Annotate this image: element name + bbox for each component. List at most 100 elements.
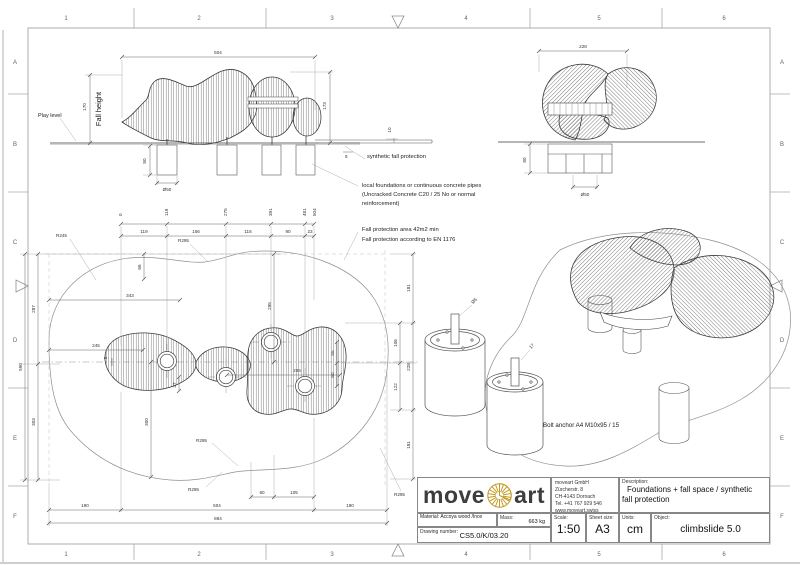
row-label: B xyxy=(780,142,784,148)
col-label: 6 xyxy=(722,552,726,558)
material-value: Accoya wood /Inox xyxy=(440,514,483,520)
note-foundations-2: (Uncracked Concrete C20 / 25 No or norma… xyxy=(362,192,475,198)
row-label: E xyxy=(780,436,784,442)
footprint-left-blob xyxy=(104,332,197,391)
play-level-label: Play level xyxy=(38,113,62,119)
note-foundations-1: local foundations or continuous concrete… xyxy=(362,183,481,189)
row-label: A xyxy=(13,60,17,66)
synthetic-layer xyxy=(315,139,433,144)
mass-value: 663 kg xyxy=(528,519,545,525)
col-label: 2 xyxy=(197,552,201,558)
dim-122: 122 xyxy=(393,383,398,391)
row-label: E xyxy=(13,436,17,442)
segment-dim: 90 xyxy=(285,229,291,234)
mass-cell: Mass: 663 kg xyxy=(497,513,551,527)
anchor-dia-label: Ø5 xyxy=(470,297,478,305)
company-line: Tel. +41 767 929 546 xyxy=(555,501,602,507)
dim-dia-50: Ø50 xyxy=(163,187,172,192)
title-block: move xyxy=(417,477,770,543)
object-value: climbslide 5.0 xyxy=(680,524,741,535)
dim-60: 60 xyxy=(330,372,335,378)
dim-245: 245 xyxy=(92,343,100,348)
equipment-side-profile xyxy=(121,69,258,146)
dim-287: 287 xyxy=(31,305,36,313)
border-ticks xyxy=(8,8,790,560)
dim-300: 300 xyxy=(144,418,149,426)
dim-5: 5 xyxy=(345,154,348,159)
dim-303: 303 xyxy=(31,418,36,426)
running-dim: 504 xyxy=(312,208,317,216)
drawing-number-value: CS5.0/K/03.20 xyxy=(459,531,509,540)
bolt-anchor-note: Bolt anchor A4 M10x95 / 15 xyxy=(543,422,620,429)
dim-105: 105 xyxy=(290,490,298,495)
dim-37: 37 xyxy=(172,382,177,388)
segment-dim: 23 xyxy=(307,229,313,234)
sculpture-3d-fan-right xyxy=(670,255,775,339)
dim-190-right: 190 xyxy=(346,503,354,508)
logo: move xyxy=(417,477,551,513)
description-line2: fall protection xyxy=(622,495,670,504)
company-line: Zürcherstr. 8 xyxy=(555,487,584,493)
row-label: F xyxy=(13,514,17,520)
company-line: CH-4143 Dornach xyxy=(555,494,596,500)
dim-295-v: 295 xyxy=(267,302,272,310)
dim-80: 80 xyxy=(522,157,527,163)
dim-66: 66 xyxy=(137,264,142,270)
anchor-len-label: 17 xyxy=(528,342,535,349)
col-label: 1 xyxy=(64,552,68,558)
dim-590: 590 xyxy=(18,363,23,371)
radius-r295: R295 xyxy=(394,492,405,497)
radius-r245: R245 xyxy=(56,233,67,238)
center-mark-triangles xyxy=(15,15,783,557)
material-cell: Material: Accoya wood /Inox xyxy=(417,513,497,527)
foundation-block xyxy=(547,143,613,174)
segment-dim: 156 xyxy=(192,229,200,234)
dim-80: 80 xyxy=(142,158,147,164)
dim-504: 504 xyxy=(213,503,221,508)
col-label: 2 xyxy=(197,16,201,22)
dim-228: 228 xyxy=(406,363,411,371)
units-cell: Units: cm xyxy=(619,513,651,543)
front-view: 228 80 Ø50 xyxy=(498,44,705,197)
row-label: D xyxy=(780,338,785,344)
plan-view: 0 119 275 391 481 504 119 156 116 90 23 … xyxy=(18,208,420,526)
fall-area-outline xyxy=(48,250,389,481)
object-label: Object: xyxy=(654,515,670,521)
company-line: www.moveart.swiss xyxy=(555,508,599,514)
dim-190-left: 190 xyxy=(81,503,89,508)
foundation-rects xyxy=(156,144,316,176)
radius-r295: R295 xyxy=(196,438,207,443)
running-dim: 481 xyxy=(302,208,307,216)
scale-value: 1:50 xyxy=(556,522,581,536)
dim-10: 10 xyxy=(387,127,392,133)
drawing-number-label: Drawing number: xyxy=(420,529,459,535)
sheet-frame: 1 2 3 4 5 6 1 2 3 4 5 6 A B C D E F A B … xyxy=(0,8,800,564)
row-label: D xyxy=(13,338,18,344)
segment-dim: 119 xyxy=(140,229,148,234)
dim-dia-50: Ø50 xyxy=(581,192,590,197)
company-line: moveart GmbH xyxy=(555,480,589,486)
dim-60: 60 xyxy=(259,490,265,495)
col-label: 4 xyxy=(464,16,468,22)
foundation-cylinder-detail xyxy=(486,357,544,456)
scale-label: Scale: xyxy=(554,515,568,521)
col-label: 1 xyxy=(64,16,68,22)
units-label: Units: xyxy=(622,515,635,521)
sheet-size-label: Sheet size: xyxy=(589,515,614,521)
border-labels: 1 2 3 4 5 6 1 2 3 4 5 6 A B C D E F A B … xyxy=(13,16,785,558)
drawing-number-cell: Drawing number: CS5.0/K/03.20 xyxy=(417,527,551,543)
col-label: 3 xyxy=(330,552,334,558)
segment-dim: 116 xyxy=(244,229,252,234)
isometric-view: Ø5 17 Bolt anchor A4 M10x95 / 15 xyxy=(424,228,791,467)
row-label: A xyxy=(780,60,784,66)
dim-884: 884 xyxy=(214,516,222,521)
description-cell: Description: Foundations + fall space / … xyxy=(619,477,770,513)
units-value: cm xyxy=(627,522,643,536)
sheet-size-cell: Sheet size: A3 xyxy=(586,513,619,543)
col-label: 3 xyxy=(330,16,334,22)
radius-r295: R295 xyxy=(188,487,199,492)
mass-label: Mass: xyxy=(500,515,514,521)
description-line1: Foundations + fall space / synthetic xyxy=(627,485,753,494)
col-label: 6 xyxy=(722,16,726,22)
